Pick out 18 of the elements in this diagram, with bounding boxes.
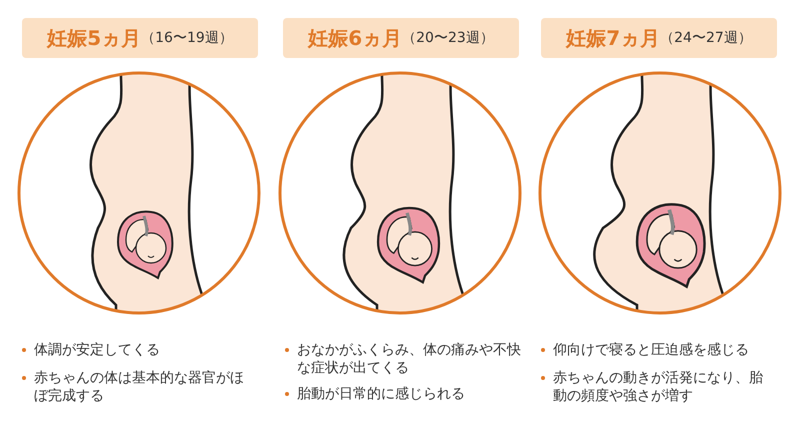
heading-box	[283, 18, 519, 58]
bullet-text: 赤ちゃんの体は基本的な器官がほぼ完成する	[34, 369, 245, 405]
month-title: 妊娠7ヵ月	[566, 24, 660, 52]
heading-box	[22, 18, 258, 58]
bullet-text: 胎動が日常的に感じられる	[297, 385, 466, 403]
pregnancy-drawing	[16, 70, 262, 316]
pregnancy-drawing	[537, 70, 783, 316]
week-range: （20〜23週）	[402, 29, 494, 47]
week-range: （16〜19週）	[141, 29, 233, 47]
month-title: 妊娠6ヵ月	[308, 24, 402, 52]
heading-box	[541, 18, 777, 58]
pregnancy-drawing	[277, 70, 523, 316]
bullet-text: 体調が安定してくる	[34, 341, 161, 359]
month-title: 妊娠5ヵ月	[47, 24, 142, 52]
bullet-text: 仰向けで寝ると圧迫感を感じる	[553, 341, 750, 359]
bullet-text: 赤ちゃんの動きが活発になり、胎動の頻度や強さが増す	[553, 369, 764, 405]
bullet-text: おなかがふくらみ、体の痛みや不快な症状が出てくる	[297, 341, 522, 377]
week-range: （24〜27週）	[660, 29, 752, 47]
